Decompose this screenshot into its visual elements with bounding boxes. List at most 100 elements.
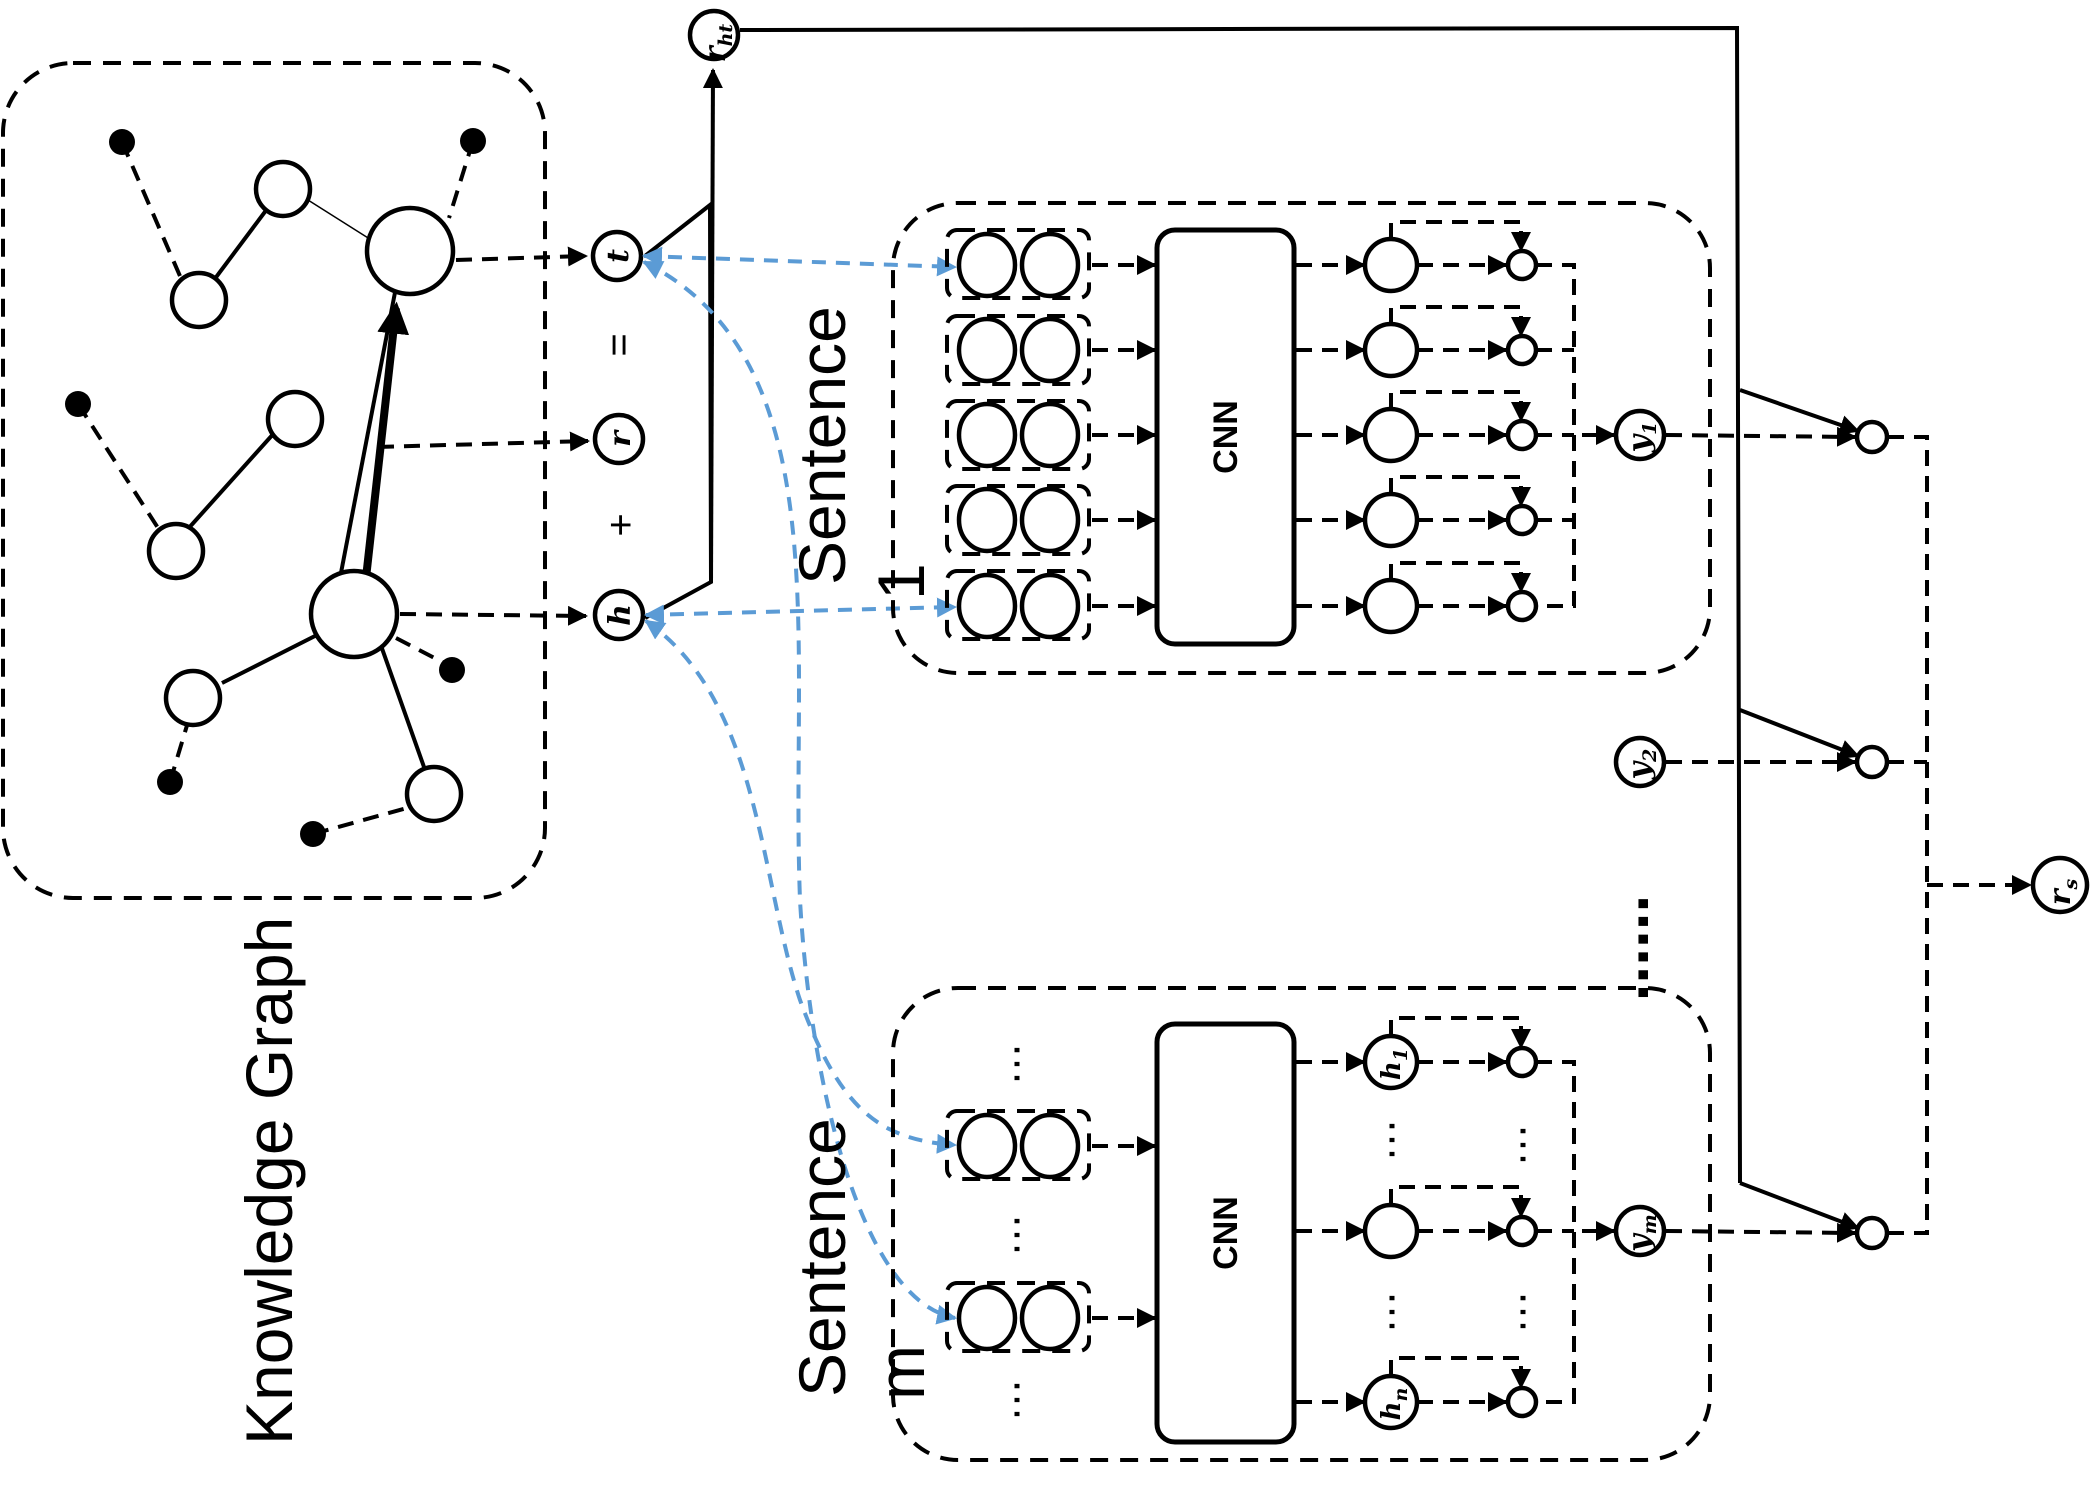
hidden-state-node [1362,406,1420,464]
weighted-node [1505,589,1539,623]
kg-edge [377,639,426,768]
word-embedding-box [945,1281,1091,1353]
knowledge-graph-panel: Knowledge Graph [1,61,590,1445]
sentence-1-box [891,201,1712,675]
kg-leaf-node [65,391,91,417]
embedding-cell [956,401,1018,469]
kg-entity-node [169,270,229,330]
weighted-node [1505,503,1539,537]
kg-leaf-node [157,769,183,795]
kg-entity-node [146,521,206,581]
embedding-cell [1019,1112,1081,1180]
r-symbol: r [603,429,638,447]
kg-edge [395,636,449,667]
t-symbol: t [601,249,636,263]
kg-entity-node [253,159,313,219]
hidden-state-node [1362,321,1420,379]
h-symbol: h [603,604,638,626]
kg-to-h-link [399,605,588,626]
selective-attention: rs [1665,419,2090,1251]
attention-query-arrow [1739,1181,1860,1231]
hidden-state-node [1362,491,1420,549]
sentence-m-label: Sentence [785,1118,859,1397]
kg-edge [76,402,162,533]
hn-label: hn [1377,1388,1412,1421]
hidden-state-node [1362,236,1420,294]
weighted-node [1505,333,1539,367]
sentence-1-index: 1 [864,563,938,600]
embedding-to-cnn-arrows [1092,255,1157,616]
sentence-m-panel: Sentence m ⋯ ⋯ ⋯ CNN h1 ⋯ ⋯ hn [785,986,1712,1462]
word-embedding-box [945,569,1091,641]
attention-node [1854,1215,1890,1251]
kg-leaf-node [109,129,135,155]
embedding-cell [956,486,1018,554]
weighted-node [1505,248,1539,282]
word-embedding-box [945,1109,1091,1181]
embedding-cell [1019,401,1081,469]
ellipsis: ⋯ [1367,1119,1414,1161]
embedding-cell [956,316,1018,384]
attention-weights [1389,220,1616,623]
r-s-label: rs [2043,878,2082,905]
attention-query-arrow [1739,388,1860,435]
attention-weights: ⋯ ⋯ [1389,1016,1616,1419]
weighted-node [1505,1045,1539,1079]
sentence-1-panel: Sentence 1 CNN [785,201,1712,675]
cnn-output-arrows [1296,255,1366,616]
embedding-cell [956,1284,1018,1352]
sentence-ellipsis: ...... [1590,895,1662,1002]
plus-sign: + [599,513,643,536]
embedding-cell [1019,316,1081,384]
ym-label: ym [1622,1214,1661,1253]
kg-leaf-node [460,128,486,154]
kg-leaf-node [439,657,465,683]
ellipsis: ⋯ [992,1379,1039,1421]
kg-edge [185,420,286,532]
kg-to-r-link [377,431,590,452]
word-embedding-box [945,314,1091,386]
kg-head-entity-node [308,568,400,660]
r-ht-connector: rht [643,8,1860,1231]
kg-entity-node [265,389,325,449]
translation-equation: t = r + h [590,229,646,642]
embedding-cell [1019,486,1081,554]
r-ht-label: rht [698,24,737,63]
r-s-node [2030,855,2090,915]
r-ht-attention-line [739,25,1742,1184]
word-embeddings: ⋯ ⋯ ⋯ [945,1043,1091,1421]
cnn-encoder-m [1154,1021,1297,1445]
embedding-cell [956,572,1018,640]
ellipsis: ⋯ [992,1043,1039,1085]
ellipsis: ⋯ [992,1214,1039,1256]
kg-edge [221,634,316,685]
weighted-node [1505,1385,1539,1419]
embedding-cell [1019,231,1081,299]
y1-label: y1 [1622,422,1661,454]
r-ht-arrow [702,68,723,583]
sentence-1-label: Sentence [785,306,859,585]
word-embedding-box [945,484,1091,556]
embedding-cell [956,231,1018,299]
embedding-cell [956,1112,1018,1180]
cnn-label-1: CNN [1207,400,1245,474]
word-embeddings [945,228,1091,641]
kg-relation-arrow [362,301,410,579]
t-node [590,229,644,283]
h-to-sentence1-link [644,597,957,625]
ellipsis: ⋯ [1498,1124,1545,1166]
word-embedding-box [945,228,1091,300]
y2-label: y2 [1622,749,1661,781]
cnn-encoder-1 [1154,227,1297,647]
t-to-sentence1-link [642,246,957,277]
kg-entity-node [163,668,223,728]
attention-query-arrow [1739,708,1860,759]
attention-node [1854,744,1890,780]
attention-node [1854,419,1890,455]
weighted-node [1505,1214,1539,1248]
ym-node [1613,1204,1667,1258]
kg-tail-entity-node [364,205,456,297]
kg-edge [120,141,185,284]
ellipsis: ⋯ [1367,1291,1414,1333]
